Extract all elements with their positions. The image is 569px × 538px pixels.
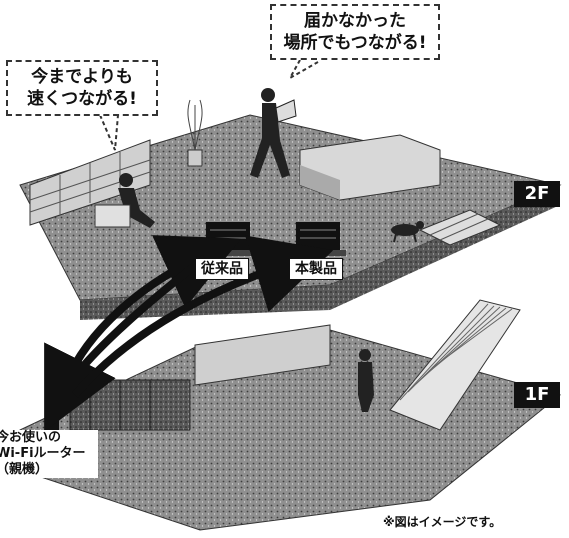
stairs-icon <box>389 299 521 431</box>
device-label-new-product: 本製品 <box>289 258 343 280</box>
speech-bubble-icon <box>287 59 319 81</box>
speech-bubble-icon <box>99 114 119 151</box>
stairs-icon <box>418 209 502 246</box>
sofa <box>299 134 441 201</box>
router-label-line: （親機） <box>0 462 49 477</box>
curved-arrow-icon <box>44 254 208 432</box>
person-icon <box>94 173 155 228</box>
person-icon <box>250 88 297 178</box>
image-note: ※図はイメージです。 <box>383 515 502 529</box>
laptop-icon <box>200 222 256 256</box>
speech-line: 速くつながる! <box>27 89 137 109</box>
speech-bubble-left: 今までよりも 速くつながる! <box>6 60 158 116</box>
floor-tag-1f: 1F <box>514 382 560 408</box>
dog-icon <box>391 221 424 243</box>
floor-tag-2f: 2F <box>514 181 560 207</box>
speech-line: 届かなかった <box>304 11 406 31</box>
speech-line: 場所でもつながる! <box>283 33 427 53</box>
bookshelf <box>29 139 151 226</box>
speech-line: 今までよりも <box>31 67 133 87</box>
curved-arrow-icon <box>71 235 334 398</box>
person-icon <box>358 349 374 412</box>
router-label-line: Wi-Fiルーター <box>0 446 86 461</box>
speech-bubble-top: 届かなかった 場所でもつながる! <box>270 4 440 60</box>
device-label-conventional: 従来品 <box>195 258 249 280</box>
router-label-line: 今お使いの <box>0 430 62 445</box>
plant-icon <box>187 99 203 167</box>
laptop-icon <box>290 222 346 256</box>
router-label: 今お使いの Wi-Fiルーター （親機） <box>0 430 98 478</box>
